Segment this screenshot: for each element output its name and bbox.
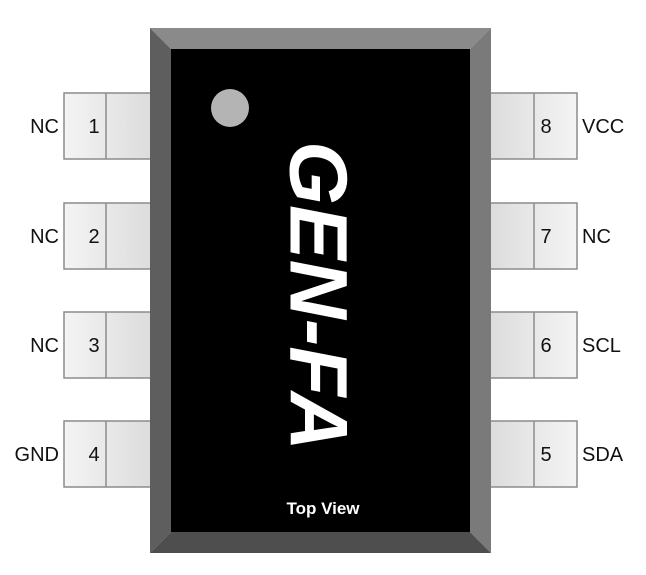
pin-pad — [488, 92, 578, 160]
pin-1: 1 NC — [30, 92, 153, 160]
chip-package: GEN-FA Top View — [150, 28, 491, 553]
pin-8: 8 VCC — [488, 92, 624, 160]
pin-6: 6 SCL — [488, 311, 621, 379]
pin-label: VCC — [582, 116, 624, 138]
pin-2: 2 NC — [30, 202, 153, 270]
pin-pad — [63, 92, 153, 160]
pin-pad — [488, 311, 578, 379]
chip-name: GEN-FA — [273, 141, 364, 451]
chip-bevel-left — [150, 28, 171, 553]
pin-number: 2 — [88, 226, 99, 248]
pin-number: 5 — [540, 444, 551, 466]
view-label: Top View — [286, 499, 360, 518]
pin-pad — [63, 311, 153, 379]
pin-number: 7 — [540, 226, 551, 248]
pin-3: 3 NC — [30, 311, 153, 379]
pin-label: SCL — [582, 335, 621, 357]
pin-label: NC — [30, 116, 59, 138]
chip-body — [171, 49, 470, 532]
pin-4: 4 GND — [15, 420, 153, 488]
pin-number: 8 — [540, 116, 551, 138]
pin-number: 4 — [88, 444, 99, 466]
pin-pad — [63, 202, 153, 270]
pin-pad — [63, 420, 153, 488]
pin-number: 6 — [540, 335, 551, 357]
pin-5: 5 SDA — [488, 420, 624, 488]
pin-label: GND — [15, 444, 59, 466]
pin-number: 3 — [88, 335, 99, 357]
pin1-indicator-dot — [211, 89, 249, 127]
pin-label: SDA — [582, 444, 624, 466]
pin-pad — [488, 420, 578, 488]
right-pins: 8 VCC 7 NC 6 SCL 5 SDA — [488, 92, 624, 488]
chip-bevel-top — [150, 28, 491, 49]
pin-label: NC — [582, 226, 611, 248]
chip-bevel-bottom — [150, 532, 491, 553]
pin-pad — [488, 202, 578, 270]
pin-label: NC — [30, 226, 59, 248]
pin-label: NC — [30, 335, 59, 357]
pin-number: 1 — [88, 116, 99, 138]
pin-7: 7 NC — [488, 202, 611, 270]
chip-bevel-right — [470, 28, 491, 553]
